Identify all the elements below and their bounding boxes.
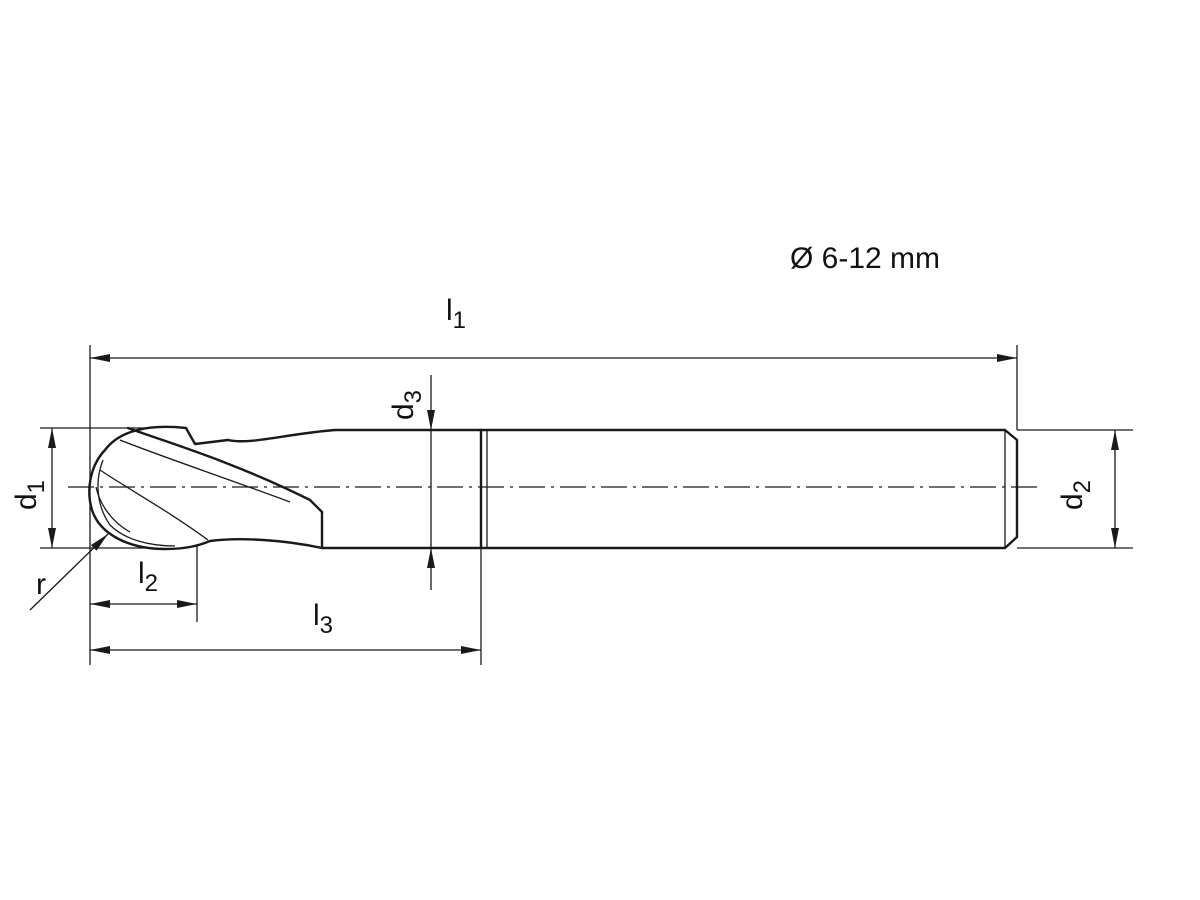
flute-lower-edge	[99, 469, 209, 541]
ball-head-outline	[88, 425, 324, 551]
label-d2: d2	[1056, 480, 1096, 510]
label-d1-group: d1	[10, 480, 50, 510]
extension-lines	[40, 345, 1133, 665]
dimension-lines	[29, 354, 1119, 654]
label-d3: d3	[387, 390, 427, 420]
shank-outline	[479, 428, 1019, 550]
neck-outline	[226, 428, 483, 443]
tool-body	[88, 425, 1019, 551]
label-l2: l2	[138, 557, 158, 597]
label-r: r	[36, 568, 46, 601]
flute-inner-curve	[97, 459, 176, 547]
leader-line-r	[29, 533, 109, 611]
neck-lower-outline	[320, 510, 483, 550]
label-d2-group: d2	[1056, 480, 1096, 510]
flute-middle-edge	[119, 439, 291, 503]
label-d1: d1	[10, 480, 50, 510]
flute-upper-edge	[126, 426, 324, 514]
label-d3-group: d3	[387, 390, 427, 420]
diameter-range-label: Ø 6-12 mm	[790, 242, 940, 275]
label-l1: l1	[446, 294, 466, 334]
ball-highlight	[95, 486, 131, 533]
label-l3: l3	[313, 599, 333, 639]
